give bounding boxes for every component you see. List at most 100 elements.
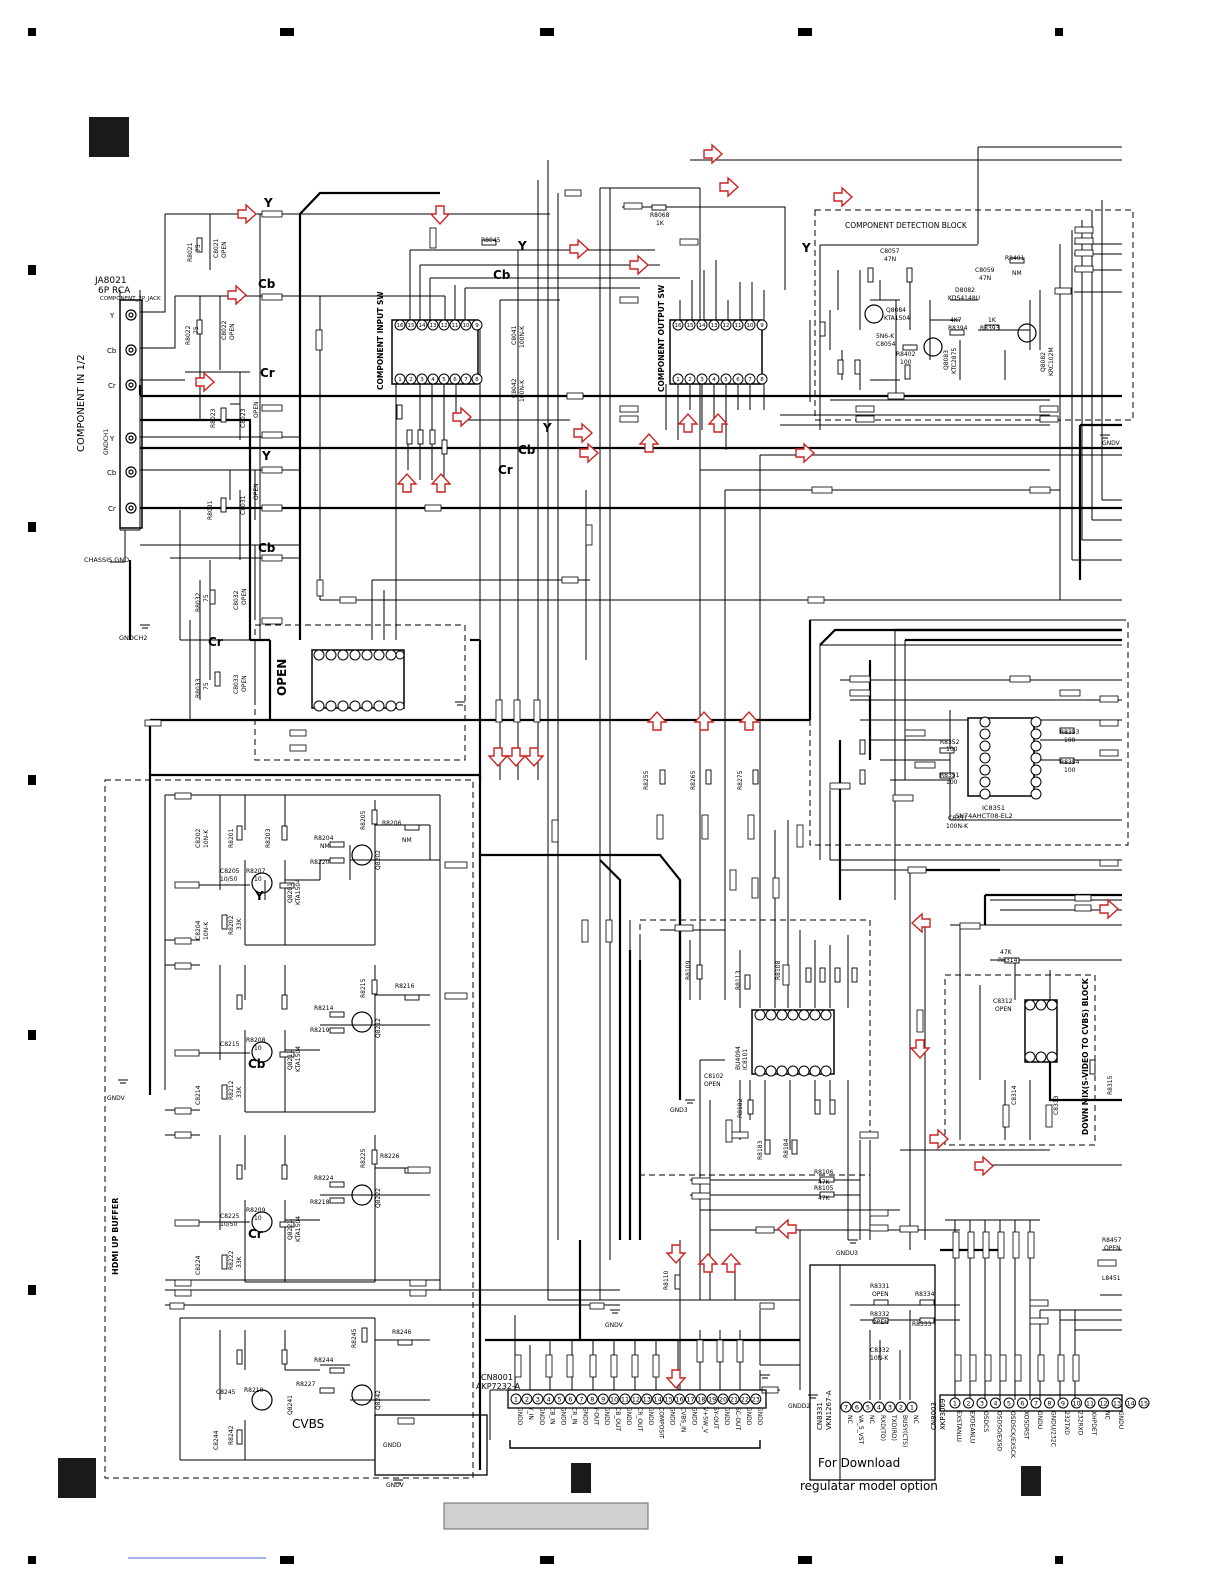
r8219-ref: R8219: [310, 1027, 330, 1034]
connector-subtitle: COMPONENT_2P_JACK: [100, 296, 161, 302]
cn8003-pin-number: 12: [1099, 1400, 1107, 1408]
c8202-ref: C8202: [195, 828, 202, 848]
cn8001-signal-label: GNDD: [745, 1407, 752, 1426]
svg-text:11: 11: [452, 323, 459, 329]
gndv-label-2: GNDV: [605, 1322, 624, 1329]
svg-text:15: 15: [408, 323, 415, 329]
cn8001-pin-6: [565, 1393, 576, 1405]
r8331-val: OPEN: [872, 1291, 889, 1298]
r8207-val: 10: [254, 876, 262, 883]
c8054-val: 5N6-K: [876, 333, 895, 340]
r8105-ref: R8105: [814, 1185, 834, 1192]
input-sw-title: COMPONENT INPUT SW: [376, 291, 385, 390]
cn8001-pin-circles: [510, 1393, 762, 1405]
gndu3-label: GNDU3: [836, 1250, 858, 1257]
r8106-ref: R8106: [814, 1169, 834, 1176]
label-cr-6: Cr: [248, 1227, 263, 1241]
ic8351-part: SN74AHCT08-EL2: [955, 812, 1013, 820]
cn8003-pin-11: [1084, 1397, 1096, 1409]
r8393-ref: R8393: [980, 325, 1000, 332]
r8351-ref: R8351: [940, 772, 960, 779]
r8110-ref: R8110: [663, 1270, 670, 1290]
svg-text:3: 3: [420, 377, 424, 383]
cn8003-signal-label: OSDSO/EXSO: [996, 1411, 1003, 1451]
d8082-ref: D8082: [955, 287, 975, 294]
r8045-ref: R8045: [481, 237, 501, 244]
cn8001-pin-11: [619, 1393, 631, 1405]
cn8003-pin-8: [1044, 1397, 1055, 1409]
cn8001-pin-13: [641, 1393, 653, 1405]
svg-text:8: 8: [475, 377, 479, 383]
r8224-ref: R8224: [314, 1175, 334, 1182]
ic8101-part: BU4094: [735, 1046, 742, 1070]
cn8001-pin-number: 3: [536, 1396, 540, 1404]
q8212-ref: Q8212: [375, 1018, 382, 1038]
r8202-val: 33K: [236, 917, 243, 930]
cn8003-part: XKP3069: [939, 1399, 947, 1430]
cn8001-signal-label: GNDD: [538, 1407, 545, 1426]
c8059-ref: C8059: [975, 267, 995, 274]
cn8003-signal-label: GNDU/232C: [1050, 1411, 1057, 1447]
r8033-val: 75: [203, 682, 210, 690]
r8215-ref: R8215: [360, 978, 367, 998]
r8209-ref: R8209: [246, 1207, 266, 1214]
cn8001-pin-2: [521, 1393, 533, 1405]
cn8331-signal-label: BUSY(CTS): [901, 1415, 908, 1447]
r8393-val: 1K: [988, 317, 997, 324]
cn8001-pin-5: [554, 1393, 566, 1405]
q8211-val: KTA1504: [295, 1046, 302, 1072]
label-cb-4: Cb: [518, 443, 536, 457]
c8332-val: 10N-K: [870, 1355, 889, 1362]
cn8001-signal-label: GNDD: [669, 1407, 676, 1426]
ic-ic8351: [967, 716, 1042, 800]
hdmi-buffer-title: HDMI UP BUFFER: [111, 1198, 120, 1275]
r8021-ref: R8021: [187, 242, 194, 262]
cn8331-signal-label: NC: [912, 1415, 919, 1424]
cn8331-pin-number: 1: [910, 1404, 914, 1412]
cn8001-signal-label: GNDD: [690, 1407, 697, 1426]
r8208-ref: R8208: [246, 1037, 266, 1044]
c8041-val: 100N-K: [519, 325, 526, 348]
cn8003-pin-7: [1030, 1397, 1042, 1409]
page-number-bar: [443, 1502, 649, 1530]
c8204-val: 10N-K: [203, 921, 210, 940]
r8206-ref: R8206: [382, 820, 402, 827]
r8244-ref: R8244: [314, 1357, 334, 1364]
q8211-ref: Q8211: [287, 1050, 294, 1070]
q8221-val: KTA1504: [295, 1216, 302, 1242]
c8023-val: OPEN: [253, 401, 260, 418]
svg-text:1: 1: [676, 377, 680, 383]
cn8331-signal-label: NC: [846, 1415, 853, 1424]
c8314-ref: C8314: [1011, 1085, 1018, 1105]
c8312-val: OPEN: [995, 1006, 1012, 1013]
cn8003-pin-6: [1017, 1397, 1028, 1409]
r8332-val: OPEN: [872, 1319, 889, 1326]
cn8331-signal-label: RXD(TO): [879, 1415, 886, 1441]
cn8331-signal-label: NC: [868, 1415, 875, 1424]
cn8001-pin-number: 1: [514, 1396, 518, 1404]
cn8001-pin-number: 10: [610, 1396, 618, 1404]
cn8003-signal-label: GNDU: [1036, 1411, 1043, 1429]
cn8003-signal-label: XOSDRST: [1023, 1411, 1030, 1440]
r8031-ref: R8031: [207, 500, 214, 520]
label-cb-2: Cb: [258, 541, 276, 555]
cn8001-pin-number: 6: [568, 1396, 572, 1404]
cn8001-part: AKP7232-A: [476, 1382, 521, 1391]
r8225-ref: R8225: [360, 1148, 367, 1168]
label-open: OPEN: [275, 659, 289, 696]
cn8001-signal-label: CB_IN: [549, 1407, 556, 1425]
cn8001-pin-8: [586, 1393, 598, 1405]
cn8331-pin-5: [862, 1401, 874, 1413]
label-cr-1: Cr: [260, 366, 275, 380]
r8207-ref: R8207: [246, 868, 266, 875]
cn8003-pin-number: 15: [1140, 1400, 1148, 1408]
sheet-marker-b: [58, 1458, 96, 1498]
cn8001-pin-20: [717, 1393, 729, 1405]
svg-text:10: 10: [747, 323, 754, 329]
svg-text:15: 15: [687, 323, 694, 329]
q8242-ref: Q8242: [375, 1390, 382, 1410]
wiring-thin: [110, 146, 1122, 1480]
r8331-ref: R8331: [870, 1283, 890, 1290]
svg-text:9: 9: [475, 323, 479, 329]
